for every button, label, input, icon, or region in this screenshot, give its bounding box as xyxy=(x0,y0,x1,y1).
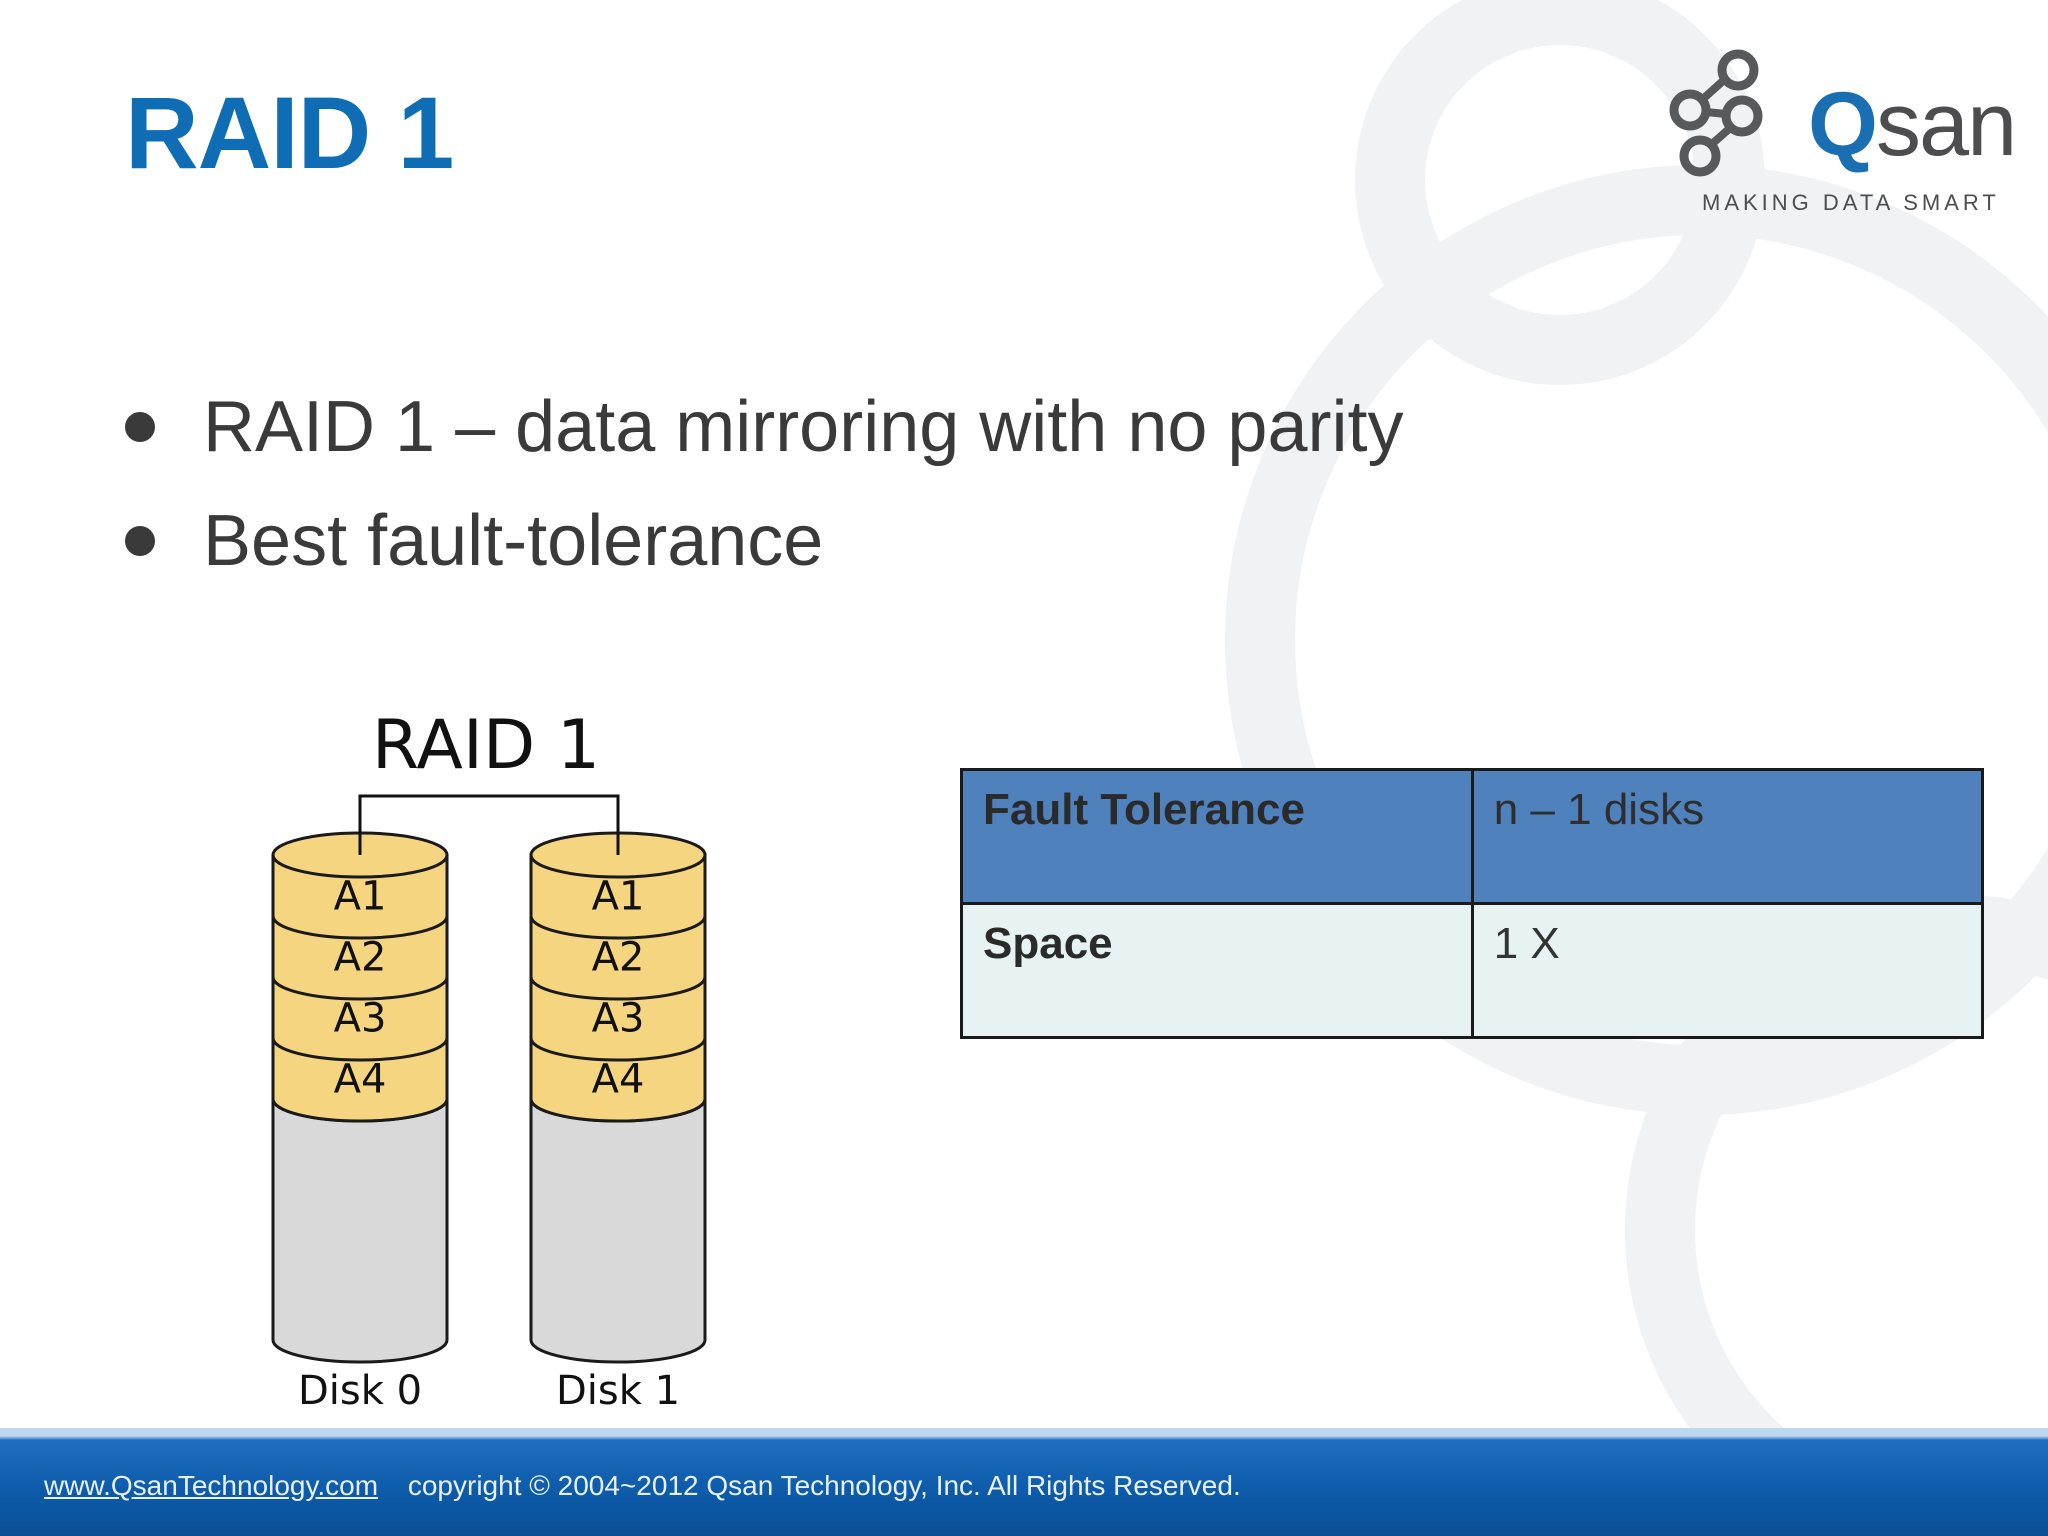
disk-block xyxy=(529,853,707,940)
mirror-connector xyxy=(358,794,620,855)
logo-tagline: MAKING DATA SMART xyxy=(1702,190,2000,215)
disk-block-label: A2 xyxy=(592,935,645,981)
table-cell: Space xyxy=(960,902,1474,1039)
disk-label: Disk 0 xyxy=(298,1368,422,1414)
disk-block xyxy=(529,1036,707,1123)
disk-block-label: A3 xyxy=(334,996,387,1042)
bullet-dot-icon xyxy=(125,526,155,556)
footer-text: www.QsanTechnology.com copyright © 2004~… xyxy=(44,1470,1241,1502)
cell-value: n – 1 disks xyxy=(1493,785,1705,834)
cell-value: 1 X xyxy=(1493,919,1560,968)
table-row: Fault Tolerance n – 1 disks xyxy=(960,768,1985,905)
disk-block xyxy=(529,914,707,1001)
properties-table: Fault Tolerance n – 1 disks Space 1 X xyxy=(960,768,1985,1039)
bullet-text: Best fault-tolerance xyxy=(203,501,824,581)
footer-bar: www.QsanTechnology.com copyright © 2004~… xyxy=(0,1428,2048,1536)
disk-label: Disk 1 xyxy=(556,1368,680,1414)
disk-block xyxy=(271,1036,449,1123)
disk-block-label: A4 xyxy=(334,1057,387,1103)
cell-label: Space xyxy=(983,919,1113,968)
bullet-list: RAID 1 – data mirroring with no parity B… xyxy=(125,370,1403,598)
table-cell: 1 X xyxy=(1470,902,1985,1039)
disk-block-label: A1 xyxy=(592,874,645,920)
bullet-dot-icon xyxy=(125,412,155,442)
website-link[interactable]: www.QsanTechnology.com xyxy=(44,1470,379,1501)
disk-block xyxy=(271,853,449,940)
bullet-item: Best fault-tolerance xyxy=(125,484,1403,598)
bullet-item: RAID 1 – data mirroring with no parity xyxy=(125,370,1403,484)
disk-block-label: A1 xyxy=(334,874,387,920)
disk-block xyxy=(271,975,449,1062)
disk-block xyxy=(529,975,707,1062)
qsan-logo: Qsan MAKING DATA SMART xyxy=(1660,40,2020,220)
disk-empty-space xyxy=(529,1098,707,1364)
disk-empty-space xyxy=(271,1098,449,1364)
chain-circles-icon xyxy=(1669,49,1763,177)
table-cell: n – 1 disks xyxy=(1470,768,1985,905)
page-title: RAID 1 xyxy=(125,76,454,190)
disk-block-label: A2 xyxy=(334,935,387,981)
bullet-text: RAID 1 – data mirroring with no parity xyxy=(203,387,1404,467)
table-cell: Fault Tolerance xyxy=(960,768,1474,905)
disk-block xyxy=(271,914,449,1001)
cell-label: Fault Tolerance xyxy=(983,785,1305,834)
table-row: Space 1 X xyxy=(960,902,1985,1039)
logo-wordmark: Qsan xyxy=(1808,75,2017,175)
copyright-text: copyright © 2004~2012 Qsan Technology, I… xyxy=(407,1470,1241,1501)
diagram-title: RAID 1 xyxy=(372,706,600,785)
disk-block-label: A4 xyxy=(592,1057,645,1103)
disk-block-label: A3 xyxy=(592,996,645,1042)
